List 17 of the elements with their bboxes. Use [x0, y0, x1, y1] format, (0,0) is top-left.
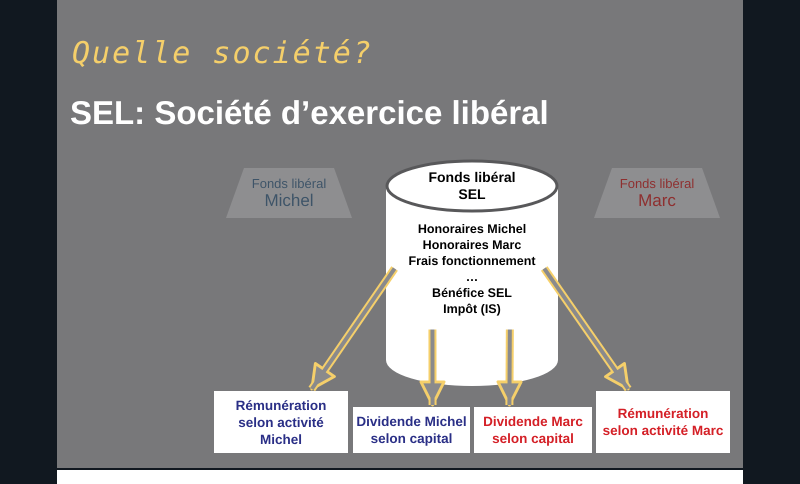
fund-owner: Michel [264, 190, 314, 210]
fund-owner: Marc [638, 190, 676, 210]
text-box: Rémunération selon activité Michel [214, 391, 348, 453]
text-box: Rémunération selon activité Marc [596, 391, 730, 453]
slide-title: Quelle société? [72, 36, 373, 71]
cylinder-item: Impôt (IS) [442, 302, 502, 317]
cylinder-item: … [464, 270, 480, 285]
cylinder-item: Frais fonctionnement [407, 254, 537, 269]
text-box: Dividende Marc selon capital [474, 407, 592, 453]
slide-subtitle: SEL: Société d’exercice libéral [70, 94, 549, 132]
cylinder-item: Honoraires Michel [416, 222, 528, 237]
cylinder-heading: Fonds libéral SEL [427, 169, 517, 203]
cylinder-item: Honoraires Marc [422, 238, 522, 253]
fund-label: Fonds libéral [620, 176, 694, 190]
cylinder-item: Bénéfice SEL [431, 286, 513, 301]
text-box: Dividende Michel selon capital [353, 407, 470, 453]
fund-label: Fonds libéral [252, 176, 326, 190]
